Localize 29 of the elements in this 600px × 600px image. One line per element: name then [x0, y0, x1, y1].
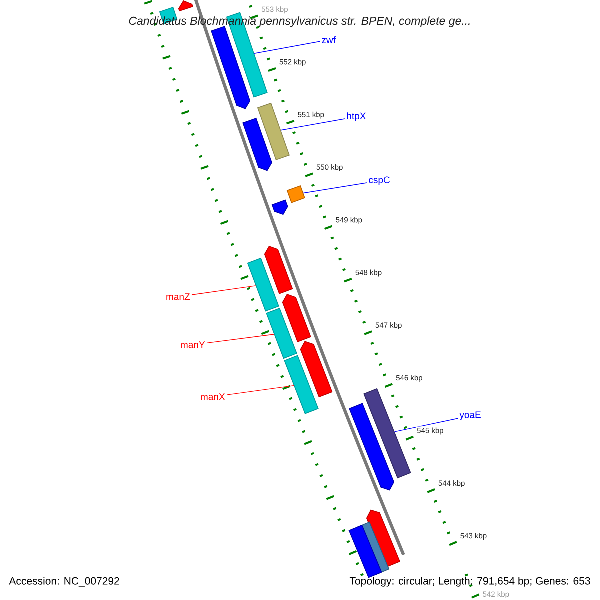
- topology-text: Topology: circular; Length: 791,654 bp; Genes: 653: [350, 577, 590, 587]
- gene-feature: [286, 186, 306, 204]
- leader-line: [394, 418, 458, 432]
- leader-line: [206, 334, 275, 344]
- gene-feature: [272, 200, 288, 216]
- gene-feature: [247, 258, 280, 312]
- leader-line: [226, 385, 294, 396]
- gene-feature: [211, 26, 251, 110]
- gene-feature: [282, 294, 312, 342]
- gene-label: zwf: [322, 36, 336, 44]
- gene-label: yoaE: [460, 412, 481, 420]
- leader-line: [254, 41, 320, 54]
- gene-label: manY: [181, 342, 206, 348]
- gene-label: manX: [201, 394, 226, 400]
- leader-line: [303, 182, 368, 194]
- gene-feature: [366, 510, 401, 568]
- gene-feature: [349, 403, 395, 491]
- gene-feature: [257, 102, 290, 160]
- gene-feature: [300, 341, 333, 398]
- gene-label: cspC: [369, 176, 390, 186]
- gene-feature: [284, 355, 319, 414]
- gene-label: htpX: [347, 112, 366, 122]
- gene-label: manZ: [166, 294, 190, 300]
- gene-feature: [178, 0, 194, 12]
- gene-feature: [242, 118, 272, 172]
- accession-text: Accession: NC_007292: [9, 577, 120, 587]
- gene-feature: [348, 524, 382, 578]
- leader-line: [192, 286, 256, 296]
- leader-line: [280, 118, 346, 131]
